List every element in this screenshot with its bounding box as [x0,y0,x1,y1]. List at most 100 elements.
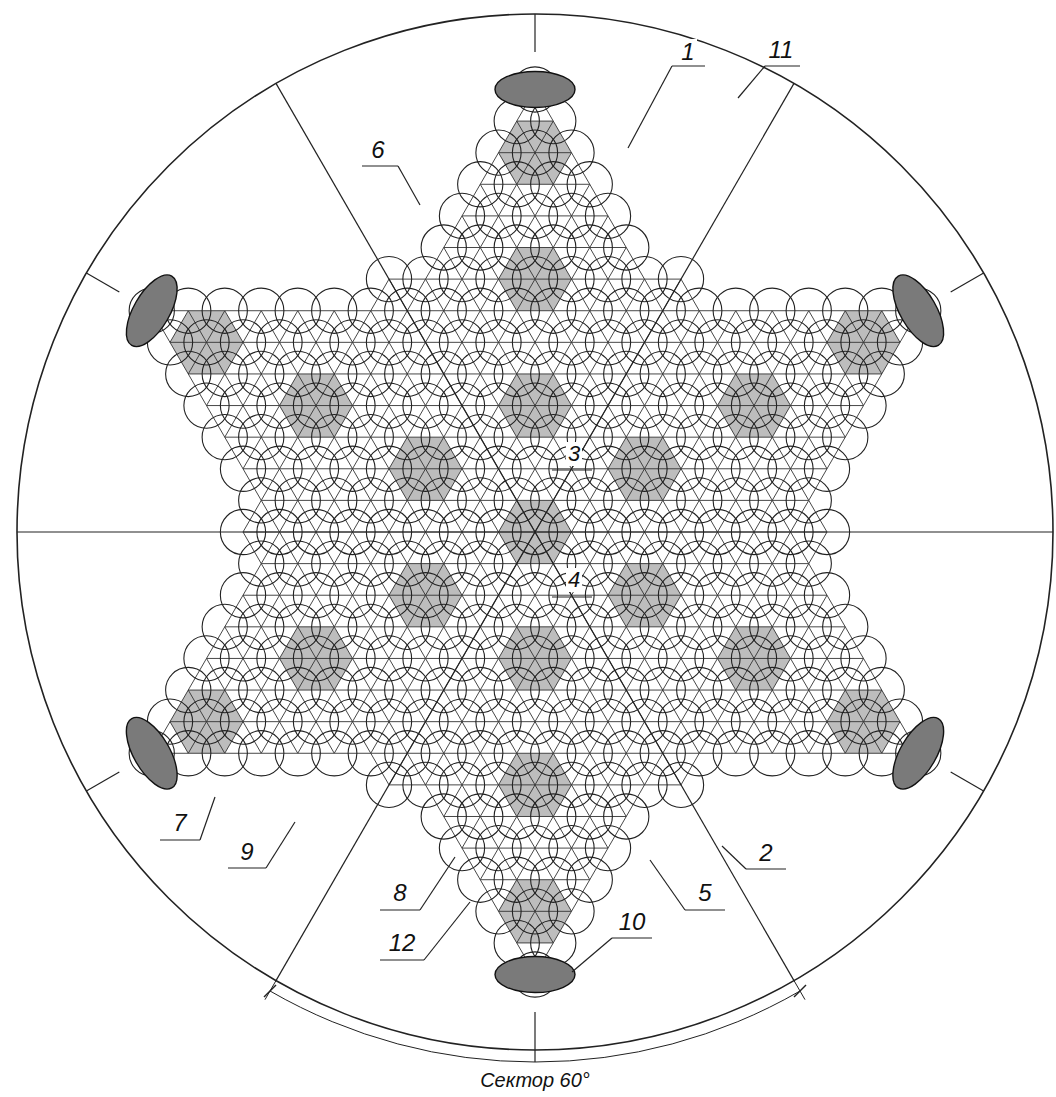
grid-line [334,563,371,564]
grid-line [480,626,517,627]
element-circle [476,825,521,870]
element-circle [713,351,758,396]
element-circle [239,541,284,586]
element-circle [439,193,484,238]
grid-line [334,690,371,691]
grey-hexagon [499,627,572,690]
grid-line [353,595,390,596]
grid-line [462,279,499,280]
grid-line [699,626,736,627]
element-circle [494,225,539,270]
grid-line [225,310,262,311]
grey-hexagon [718,627,791,690]
element-circle [604,415,649,460]
element-circle [750,351,795,396]
grid-line [791,405,828,406]
element-circle [512,446,557,491]
element-circle [640,541,685,586]
element-circle [549,320,594,365]
element-circle [731,383,776,428]
element-circle [348,415,393,460]
sector-tick [534,1012,535,1062]
grid-line [517,942,554,943]
element-circle [786,415,831,460]
element-circle [823,604,868,649]
grid-line [535,784,572,785]
grid-line [608,279,645,280]
element-circle [567,731,612,776]
element-circle [330,383,375,428]
element-circle [421,731,466,776]
extension-line [265,981,276,1000]
element-circle [239,604,284,649]
leader-lines [160,66,800,972]
element-circle [293,699,338,744]
element-circle [220,699,265,744]
element-circle [330,573,375,618]
element-circle [476,130,521,175]
grid-line [407,626,444,627]
grid-line [517,310,554,311]
grid-line [590,690,627,691]
grid-line [444,626,481,627]
element-circle [549,762,594,807]
grid-line [699,500,736,501]
grid-line [170,342,207,343]
grid-line [718,342,755,343]
element-circle [476,383,521,428]
element-circle [166,351,211,396]
grid-line [845,310,882,311]
end-ellipse [116,267,187,354]
element-circle [585,573,630,618]
grid-line [845,690,882,691]
sector-tick [951,273,984,292]
element-circle [731,699,776,744]
grid-line [553,690,590,691]
grid-line [407,690,444,691]
element-circle [421,288,466,333]
callout-number: 6 [369,137,386,163]
grid-line [499,595,536,596]
grid-line [517,626,554,627]
grey-hexagon [499,374,572,437]
grid-line [170,721,207,722]
grid-line [718,721,755,722]
grid-line [462,595,499,596]
element-circle [184,383,229,428]
element-circle [512,130,557,175]
element-circle [531,351,576,396]
element-circle [713,604,758,649]
grid-line [316,405,353,406]
grid-line [243,595,280,596]
element-circle [585,256,630,301]
element-circle [841,320,886,365]
element-circle [330,320,375,365]
element-circle [695,320,740,365]
grid-line [389,279,426,280]
grid-line [772,690,809,691]
grid-line [699,690,736,691]
grid-line [754,342,791,343]
end-ellipse [883,267,954,354]
grid-line [772,437,809,438]
element-circle [823,667,868,712]
element-circle [622,762,667,807]
grid-line [517,816,554,817]
grid-line [371,753,408,754]
element-circle [658,446,703,491]
element-circle [184,636,229,681]
element-circle [476,889,521,934]
element-circle [731,573,776,618]
grey-hexagon [499,753,572,816]
element-circle [293,573,338,618]
grid-line [553,437,590,438]
grid-line [535,405,572,406]
grid-line [645,405,682,406]
element-circle [695,446,740,491]
element-circle [275,667,320,712]
end-ellipse [116,710,187,797]
element-circle [585,193,630,238]
element-circle [677,478,722,523]
grid-line [444,373,481,374]
grid-line [827,342,864,343]
